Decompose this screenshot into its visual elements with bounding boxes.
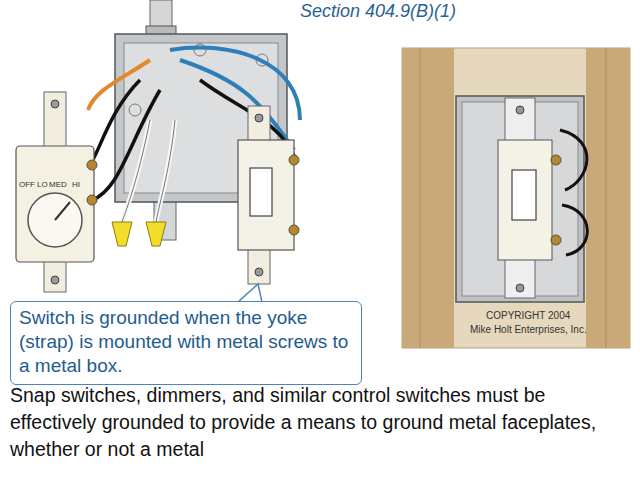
- dial-mark: MED: [49, 180, 67, 189]
- wire-nut: [112, 222, 132, 246]
- orange-wire: [88, 60, 150, 110]
- copyright-note: COPYRIGHT 2004: [486, 310, 570, 321]
- switch-toggle: [250, 168, 272, 216]
- wire-nut: [146, 222, 166, 246]
- callout-box: Switch is grounded when the yoke (strap)…: [10, 301, 362, 385]
- dial-mark: LO: [37, 180, 48, 189]
- wood-stud: [402, 48, 454, 348]
- switch-toggle: [512, 170, 536, 220]
- switch-box: [456, 96, 584, 302]
- wall-panel: [402, 48, 630, 348]
- switch-body: [238, 140, 294, 250]
- diagram-title: Section 404.9(B)(1): [300, 1, 456, 22]
- dimmer-body: [16, 146, 94, 262]
- dial-mark: HI: [72, 180, 80, 189]
- copyright-note: Mike Holt Enterprises, Inc.: [470, 324, 587, 335]
- callout-pointer: [238, 284, 262, 302]
- dimmer-knob: [28, 193, 82, 247]
- caption-text: Snap switches, dimmers, and similar cont…: [10, 382, 632, 463]
- wood-stud: [586, 48, 630, 348]
- switch-body: [498, 140, 552, 260]
- callout-text: Switch is grounded when the yoke (strap)…: [19, 306, 353, 378]
- dial-mark: OFF: [19, 180, 35, 189]
